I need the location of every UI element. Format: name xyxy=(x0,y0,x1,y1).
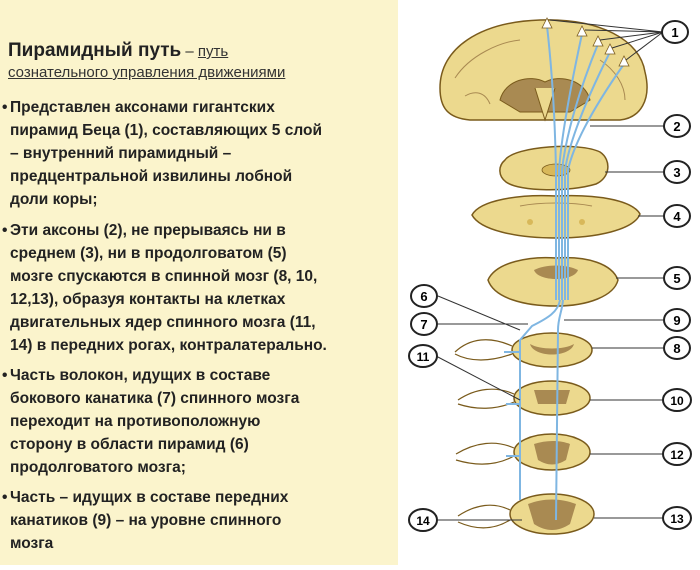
callout-4: 4 xyxy=(663,204,691,228)
callout-13: 13 xyxy=(662,506,692,530)
bullet-marker: • xyxy=(2,99,8,116)
bullet-4: •Часть – идущих в составе передних канат… xyxy=(2,486,394,555)
callout-12: 12 xyxy=(662,442,692,466)
medulla-section xyxy=(487,256,619,307)
callout-5-label: 5 xyxy=(673,271,680,286)
spinal-segment-cervical xyxy=(454,332,593,368)
bullet-marker: • xyxy=(2,489,8,506)
spinal-segment-thoracic xyxy=(457,380,591,416)
callout-1: 1 xyxy=(661,20,689,44)
fiber-arrowheads xyxy=(541,17,630,67)
pyramidal-fibers xyxy=(504,25,625,521)
callout-9-label: 9 xyxy=(673,313,680,328)
bullet-line: мозге спускаются в спинной мозг (8, 10, xyxy=(10,268,318,285)
callout-6: 6 xyxy=(410,284,438,308)
callout-14-label: 14 xyxy=(416,514,430,528)
text-panel: Пирамидный путь – путь сознательного упр… xyxy=(0,0,398,565)
bullet-line: среднем (3), ни в продолговатом (5) xyxy=(10,245,287,262)
spinal-segment-lumbar xyxy=(455,433,591,471)
title-main: Пирамидный путь xyxy=(8,40,182,61)
brain-section xyxy=(439,19,648,122)
bullet-line: предцентральной извилины лобной xyxy=(10,168,293,185)
bullet-line: Часть – идущих в составе передних xyxy=(10,489,289,506)
pyramidal-tract-diagram: 1 2 3 4 5 6 7 9 8 11 10 12 14 13 xyxy=(408,17,692,535)
callout-10: 10 xyxy=(662,388,692,412)
callout-1-label: 1 xyxy=(671,25,678,40)
callout-9: 9 xyxy=(663,308,691,332)
callout-3-label: 3 xyxy=(673,165,680,180)
diagram-panel: 1 2 3 4 5 6 7 9 8 11 10 12 14 13 xyxy=(398,0,700,565)
callout-2-label: 2 xyxy=(673,119,680,134)
bullet-line: 12,13), образуя контакты на клетках xyxy=(10,291,286,308)
bullet-2: •Эти аксоны (2), не прерываясь ни в сред… xyxy=(2,219,394,357)
bullet-line: – внутренний пирамидный – xyxy=(10,145,232,162)
bullet-line: сторону в области пирамид (6) xyxy=(10,436,249,453)
callout-12-label: 12 xyxy=(670,448,684,462)
callout-11: 11 xyxy=(408,344,438,368)
callout-7-label: 7 xyxy=(420,317,427,332)
callout-6-label: 6 xyxy=(420,289,427,304)
bullet-line: бокового канатика (7) спинного мозга xyxy=(10,390,300,407)
callout-10-label: 10 xyxy=(670,394,684,408)
bullet-line: канатиков (9) – на уровне спинного xyxy=(10,512,282,529)
callout-8-label: 8 xyxy=(673,341,680,356)
bullet-line: продолговатого мозга; xyxy=(10,459,186,476)
callout-5: 5 xyxy=(663,266,691,290)
title-sub-1: путь xyxy=(197,43,229,60)
bullet-line: переходит на противоположную xyxy=(10,413,261,430)
bullet-line: доли коры; xyxy=(10,191,98,208)
callout-3: 3 xyxy=(663,160,691,184)
title-dash: – xyxy=(181,43,198,60)
bullet-marker: • xyxy=(2,367,8,384)
title: Пирамидный путь – путь xyxy=(8,40,228,62)
callout-14: 14 xyxy=(408,508,438,532)
bullet-line: двигательных ядер спинного мозга (11, xyxy=(10,314,316,331)
callout-7: 7 xyxy=(410,312,438,336)
callout-2: 2 xyxy=(663,114,691,138)
spinal-segment-sacral xyxy=(457,493,595,535)
bullet-line: мозга xyxy=(10,535,54,552)
bullet-line: 14) в передних рогах, контралатерально. xyxy=(10,337,327,354)
callout-13-label: 13 xyxy=(670,512,684,526)
bullet-line: Эти аксоны (2), не прерываясь ни в xyxy=(10,222,286,239)
callout-11-label: 11 xyxy=(417,350,430,364)
bullet-1: •Представлен аксонами гигантских пирамид… xyxy=(2,96,394,211)
bullet-marker: • xyxy=(2,222,8,239)
callout-4-label: 4 xyxy=(673,209,681,224)
midbrain-section xyxy=(499,145,609,191)
bullet-3: •Часть волокон, идущих в составе боковог… xyxy=(2,364,394,479)
title-sub-2: сознательного управления движениями xyxy=(8,64,286,81)
callout-8: 8 xyxy=(663,336,691,360)
bullet-line: Часть волокон, идущих в составе xyxy=(10,367,271,384)
bullet-line: Представлен аксонами гигантских xyxy=(10,99,275,116)
leader-lines xyxy=(435,19,664,521)
bullet-line: пирамид Беца (1), составляющих 5 слой xyxy=(10,122,322,139)
